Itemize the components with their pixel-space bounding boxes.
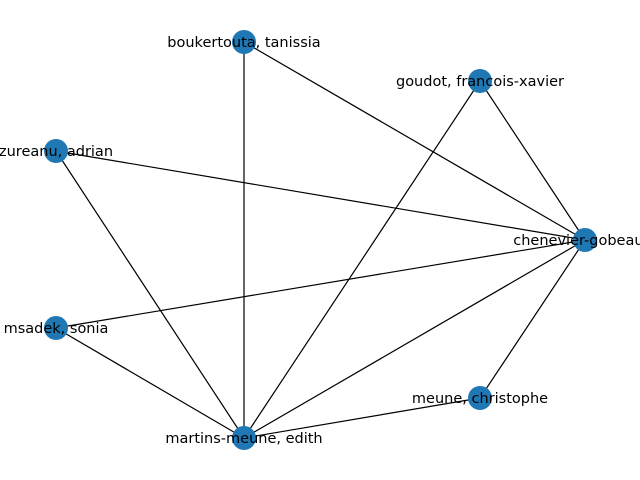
- node-label-boukertouta: boukertouta, tanissia: [167, 35, 320, 51]
- node-zureanu: [44, 139, 68, 163]
- edge-goudot-martins: [243, 80, 481, 439]
- edge-goudot-chenevier: [479, 80, 586, 241]
- node-chenevier: [573, 228, 597, 252]
- edge-msadek-chenevier: [55, 239, 586, 329]
- node-label-meune: meune, christophe: [412, 391, 548, 407]
- edge-chenevier-martins: [243, 239, 586, 439]
- edge-zureanu-martins: [55, 150, 245, 439]
- edge-msadek-martins: [55, 327, 245, 439]
- node-label-msadek: msadek, sonia: [4, 321, 109, 337]
- node-martins: [232, 426, 256, 450]
- edge-meune-martins: [243, 397, 481, 439]
- edge-zureanu-chenevier: [55, 150, 586, 241]
- nodes-layer: [44, 30, 597, 450]
- node-label-martins: martins-meune, edith: [165, 431, 322, 447]
- node-label-goudot: goudot, francois-xavier: [396, 74, 564, 90]
- edge-boukertouta-chenevier: [243, 41, 586, 241]
- node-label-zureanu: zureanu, adrian: [0, 144, 113, 160]
- node-goudot: [468, 69, 492, 93]
- edges-layer: [55, 41, 586, 439]
- edge-meune-chenevier: [479, 239, 586, 399]
- node-label-chenevier: chenevier-gobeaux,: [513, 233, 640, 249]
- node-meune: [468, 386, 492, 410]
- node-msadek: [44, 316, 68, 340]
- labels-layer: boukertouta, tanissia goudot, francois-xa…: [0, 35, 640, 447]
- node-boukertouta: [232, 30, 256, 54]
